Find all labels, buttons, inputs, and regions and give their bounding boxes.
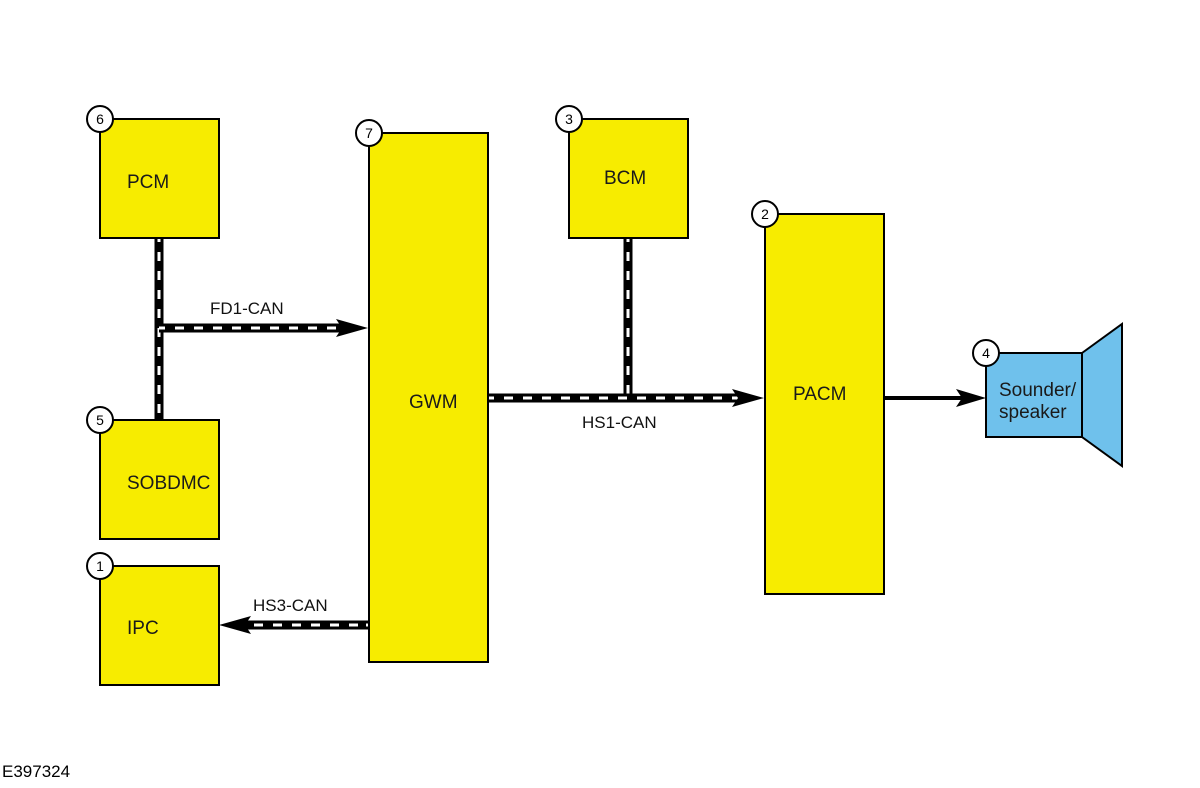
pacm-label: PACM — [793, 384, 846, 405]
hs3-can-label: HS3-CAN — [253, 596, 328, 615]
fd1-can-bus-line — [159, 319, 368, 337]
hs1-can-bus-line — [488, 389, 764, 407]
gwm-module: GWM 7 — [355, 119, 489, 663]
speaker-label-line2: speaker — [999, 402, 1067, 423]
speaker-body — [985, 352, 1083, 438]
callout-7-number: 7 — [365, 125, 373, 141]
callout-1-circle — [86, 552, 114, 580]
speaker-label-line1: Sounder/ — [999, 380, 1077, 401]
sounder-speaker: Sounder/ speaker 4 — [972, 322, 1123, 468]
callout-6-circle — [86, 105, 114, 133]
gwm-label: GWM — [409, 392, 458, 413]
pacm-module: PACM 2 — [751, 200, 885, 595]
pcm-module: PCM 6 — [86, 105, 220, 239]
pacm-speaker-wire — [884, 389, 986, 407]
callout-5-number: 5 — [96, 412, 104, 428]
hs1-can-label: HS1-CAN — [582, 413, 657, 432]
callout-2-number: 2 — [761, 206, 769, 222]
callout-1-number: 1 — [96, 558, 104, 574]
ipc-module: IPC 1 — [86, 552, 220, 686]
fd1-can-label: FD1-CAN — [210, 299, 284, 318]
ipc-label: IPC — [127, 618, 159, 639]
callout-5-circle — [86, 406, 114, 434]
callout-3-circle — [555, 105, 583, 133]
callout-3-number: 3 — [565, 111, 573, 127]
pcm-label: PCM — [127, 172, 169, 193]
hs3-can-bus-line — [219, 616, 369, 634]
callout-4-circle — [972, 339, 1000, 367]
bcm-label: BCM — [604, 168, 646, 189]
callout-2-circle — [751, 200, 779, 228]
sobdmc-label: SOBDMC — [127, 473, 210, 494]
callout-6-number: 6 — [96, 111, 104, 127]
speaker-cone-icon — [1081, 322, 1123, 468]
callout-4-number: 4 — [982, 345, 990, 361]
figure-reference-id: E397324 — [2, 762, 70, 781]
sobdmc-module: SOBDMC 5 — [86, 406, 220, 540]
callout-7-circle — [355, 119, 383, 147]
bcm-module: BCM 3 — [555, 105, 689, 239]
